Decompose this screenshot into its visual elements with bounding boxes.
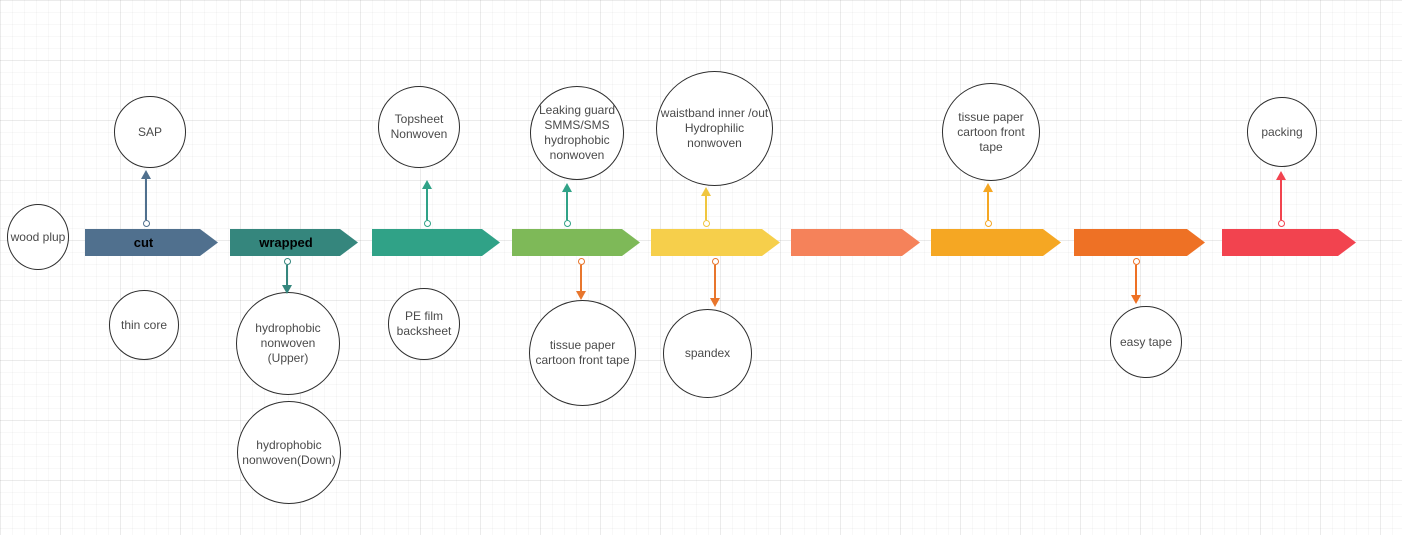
node-sap: SAP	[114, 96, 186, 168]
connector-line	[987, 192, 989, 220]
arrowhead-down-icon	[576, 291, 586, 300]
connector-hydrophobic-upper	[281, 258, 293, 294]
connector-line	[714, 265, 716, 298]
node-hydrophobic-nonwoven-upper-label: hydrophobic nonwoven (Upper)	[255, 321, 321, 365]
node-easy-tape-label: easy tape	[1119, 334, 1173, 349]
step-9	[1222, 229, 1356, 256]
node-hydrophobic-nonwoven-down-label: hydrophobic nonwoven(Down)	[242, 437, 336, 467]
arrowhead-down-icon	[282, 285, 292, 294]
node-packing: packing	[1247, 97, 1317, 167]
arrowhead-down-icon	[710, 298, 720, 307]
arrowhead-up-icon	[562, 183, 572, 192]
connector-endpoint-dot	[563, 220, 571, 227]
connector-endpoint-dot	[1132, 258, 1140, 265]
node-leaking-guard-nonwoven-label: Leaking guard SMMS/SMS hydrophobic nonwo…	[538, 103, 616, 162]
connector-waistband	[700, 187, 712, 227]
step-4	[512, 229, 640, 256]
connector-endpoint-dot	[423, 220, 431, 227]
connector-endpoint-dot	[984, 220, 992, 227]
connector-endpoint-dot	[283, 258, 291, 265]
connector-line	[426, 189, 428, 220]
step-7	[931, 229, 1061, 256]
connector-line	[286, 265, 288, 285]
connector-line	[1280, 180, 1282, 220]
connector-spandex	[709, 258, 721, 307]
node-pe-film-backsheet: PE film backsheet	[388, 288, 460, 360]
connector-line	[145, 179, 147, 220]
connector-endpoint-dot	[702, 220, 710, 227]
connector-endpoint-dot	[142, 220, 150, 227]
node-leaking-guard-nonwoven: Leaking guard SMMS/SMS hydrophobic nonwo…	[530, 86, 624, 180]
node-easy-tape: easy tape	[1110, 306, 1182, 378]
connector-endpoint-dot	[711, 258, 719, 265]
connector-line	[1135, 265, 1137, 295]
connector-leaking-guard	[561, 183, 573, 227]
connector-tissue-paper-2	[982, 183, 994, 227]
node-tissue-paper-front-tape-2-label: tissue paper cartoon front tape	[957, 109, 1025, 154]
connector-line	[580, 265, 582, 291]
node-thin-core: thin core	[109, 290, 179, 360]
connector-line	[566, 192, 568, 220]
node-thin-core-label: thin core	[120, 317, 168, 332]
node-topsheet-nonwoven-label: Topsheet Nonwoven	[390, 112, 448, 141]
node-waistband-nonwoven-label: waistband inner /out Hydrophilic nonwove…	[660, 106, 769, 150]
connector-line	[705, 196, 707, 220]
connector-tissue-paper-1	[575, 258, 587, 300]
connector-easy-tape	[1130, 258, 1142, 304]
step-3	[372, 229, 500, 256]
step-wrapped: wrapped	[230, 229, 358, 256]
connector-sap	[140, 170, 152, 227]
connector-endpoint-dot	[577, 258, 585, 265]
step-cut-label: cut	[133, 235, 154, 250]
node-packing-label: packing	[1261, 124, 1303, 139]
node-topsheet-nonwoven: Topsheet Nonwoven	[378, 86, 460, 168]
step-wrapped-label: wrapped	[259, 235, 313, 250]
node-pe-film-backsheet-label: PE film backsheet	[396, 309, 452, 338]
node-tissue-paper-front-tape-2: tissue paper cartoon front tape	[942, 83, 1040, 181]
node-spandex-label: spandex	[684, 346, 731, 360]
connector-endpoint-dot	[1277, 220, 1285, 227]
arrowhead-down-icon	[1131, 295, 1141, 304]
node-wood-plup-label: wood plup	[10, 229, 66, 244]
node-wood-plup: wood plup	[7, 204, 69, 270]
node-sap-label: SAP	[137, 124, 162, 139]
step-6	[791, 229, 920, 256]
node-hydrophobic-nonwoven-down: hydrophobic nonwoven(Down)	[237, 401, 341, 504]
arrowhead-up-icon	[701, 187, 711, 196]
node-hydrophobic-nonwoven-upper: hydrophobic nonwoven (Upper)	[236, 292, 340, 395]
arrowhead-up-icon	[983, 183, 993, 192]
arrowhead-up-icon	[141, 170, 151, 179]
node-waistband-nonwoven: waistband inner /out Hydrophilic nonwove…	[656, 71, 773, 186]
step-5	[651, 229, 780, 256]
node-tissue-paper-front-tape-1: tissue paper cartoon front tape	[529, 300, 636, 406]
node-spandex: spandex	[663, 309, 752, 398]
connector-topsheet	[421, 180, 433, 227]
node-tissue-paper-front-tape-1-label: tissue paper cartoon front tape	[535, 338, 630, 367]
step-8	[1074, 229, 1205, 256]
connector-packing	[1275, 171, 1287, 227]
step-cut: cut	[85, 229, 218, 256]
arrowhead-up-icon	[422, 180, 432, 189]
arrowhead-up-icon	[1276, 171, 1286, 180]
